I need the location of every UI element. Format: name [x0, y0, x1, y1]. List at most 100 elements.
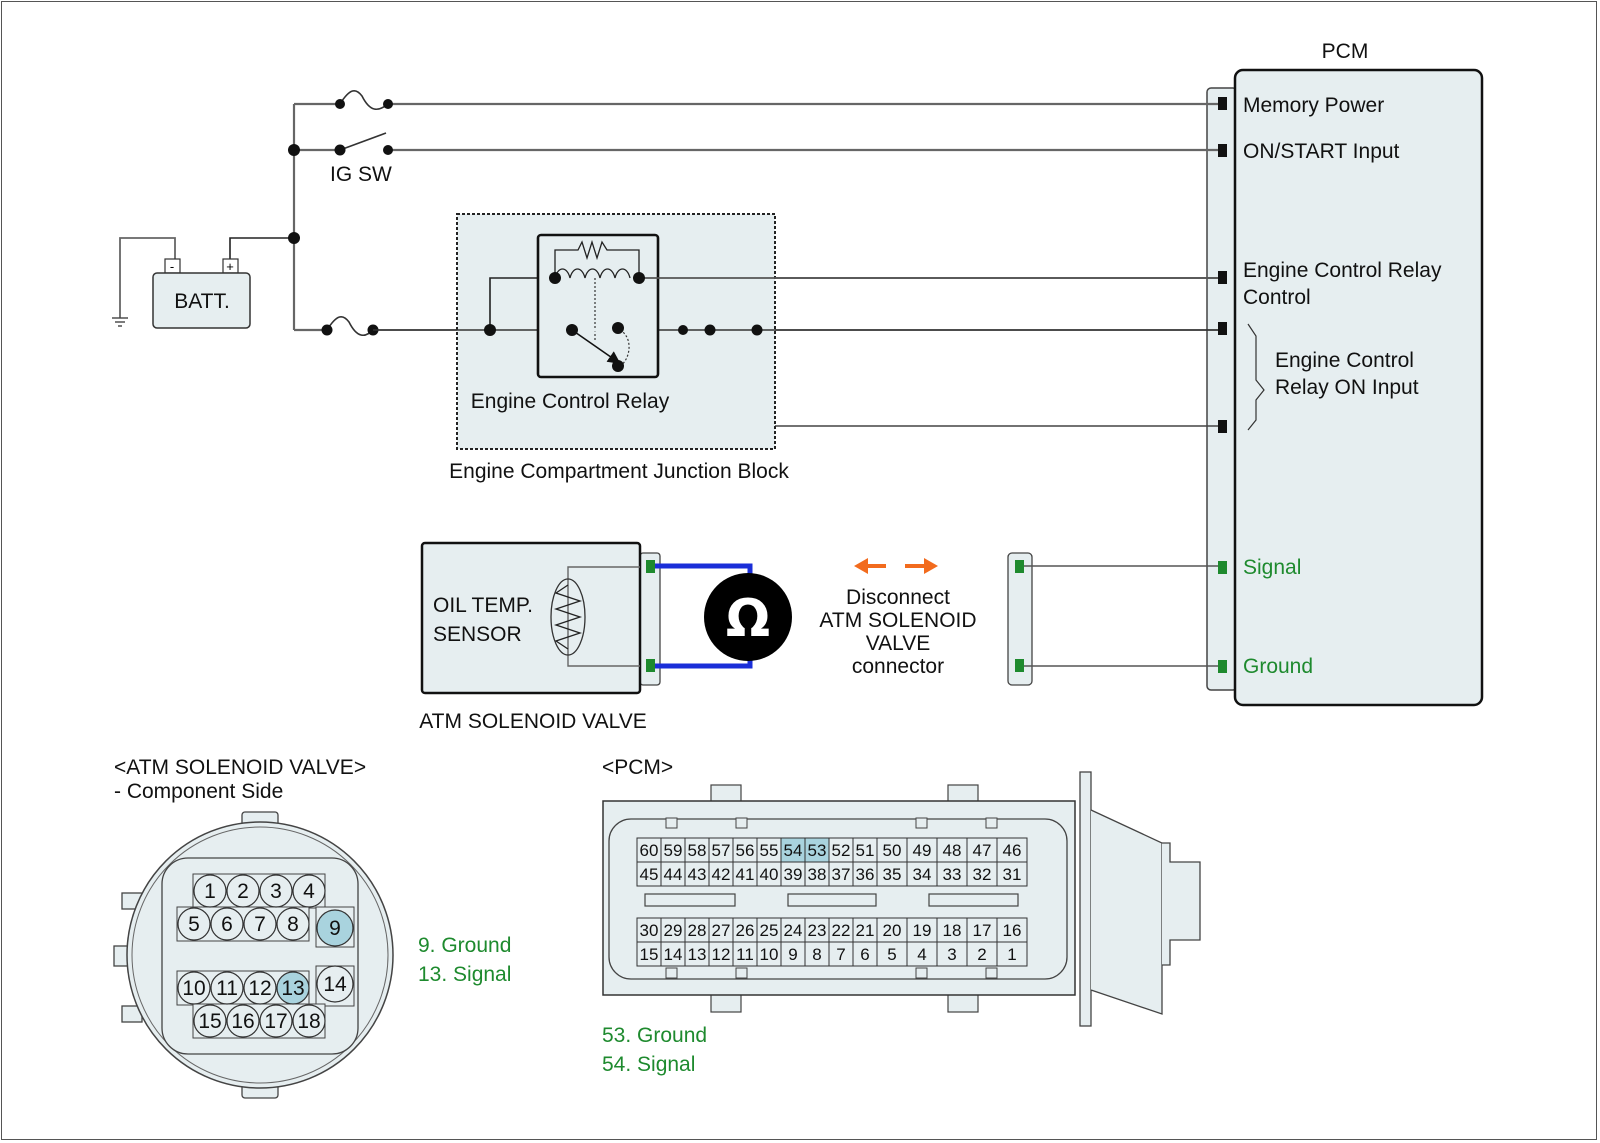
pcm-pin-label: 42 — [712, 865, 731, 884]
coil-icon — [554, 268, 631, 279]
pcm-pin-29: 29 — [660, 917, 686, 943]
pcm-pin-ecr-control: Engine Control Relay — [1243, 259, 1442, 282]
atm-pin-label: 16 — [231, 1010, 254, 1033]
pcm-pin-label: 35 — [883, 865, 902, 884]
atm-pin-label: 15 — [198, 1010, 221, 1033]
pcm-pin-12: 12 — [708, 941, 734, 967]
terminal — [1218, 322, 1227, 335]
pcm-legend-ground: 53. Ground — [602, 1024, 707, 1047]
pcm-pin-label: 1 — [1007, 945, 1016, 964]
pcm-pin-3: 3 — [936, 941, 968, 967]
disconnect-instruction: Disconnect ATM SOLENOID VALVE connector — [819, 558, 977, 678]
pcm-pin-label: 7 — [836, 945, 845, 964]
pcm-pin-21: 21 — [852, 917, 878, 943]
pcm-pin-label: 20 — [883, 921, 902, 940]
pcm-pin-41: 41 — [732, 861, 758, 887]
pcm-pin-30: 30 — [636, 917, 662, 943]
pcm-pin-label: 37 — [832, 865, 851, 884]
pcm-pin-54: 54 — [780, 837, 806, 863]
atm-pin-9: 9 — [316, 909, 354, 947]
thermistor-icon — [550, 578, 586, 656]
pcm-pin-label: 50 — [883, 841, 902, 860]
pcm-pin-label: 36 — [856, 865, 875, 884]
pcm-pin-label: 41 — [736, 865, 755, 884]
pcm-legend-signal: 54. Signal — [602, 1053, 695, 1076]
pcm-pin-45: 45 — [636, 861, 662, 887]
pcm-pin-label: 11 — [736, 945, 754, 964]
atm-pin-label: 17 — [264, 1010, 287, 1033]
atm-connector-title: <ATM SOLENOID VALVE> — [114, 756, 366, 779]
terminal — [1218, 420, 1227, 433]
pcm-pin-56: 56 — [732, 837, 758, 863]
instruction-line3: VALVE — [866, 632, 931, 655]
pcm-pin-label: 23 — [808, 921, 827, 940]
battery-pos-label: + — [226, 259, 234, 274]
pcm-pin-50: 50 — [876, 837, 908, 863]
battery-neg-label: - — [170, 259, 174, 274]
ground-icon — [112, 317, 128, 327]
pcm-pin-14: 14 — [660, 941, 686, 967]
ig-switch-icon — [339, 132, 387, 151]
wire-nodes — [288, 99, 393, 336]
brace — [1247, 323, 1265, 431]
pcm-pin-33: 33 — [936, 861, 968, 887]
atm-pin-label: 4 — [303, 880, 315, 903]
pcm-pin-label: 53 — [808, 841, 827, 860]
pcm-pin-ground: Ground — [1243, 655, 1313, 678]
pcm-pin-31: 31 — [996, 861, 1028, 887]
pcm-connector-title: <PCM> — [602, 756, 673, 779]
pcm-pin-13: 13 — [684, 941, 710, 967]
atm-pin-label: 7 — [254, 913, 266, 936]
pcm-pin-35: 35 — [876, 861, 908, 887]
terminal-signal — [1218, 561, 1227, 574]
pcm-pin-label: 60 — [640, 841, 659, 860]
relay-contact-icon — [571, 329, 621, 364]
pcm-pin-38: 38 — [804, 861, 830, 887]
atm-pin-12: 12 — [243, 971, 277, 1005]
pcm-pin-label: 15 — [640, 945, 659, 964]
pcm-pin-label: 49 — [913, 841, 932, 860]
battery: - + BATT. — [152, 258, 251, 329]
pcm-pin-label: 56 — [736, 841, 755, 860]
pcm-pin-59: 59 — [660, 837, 686, 863]
atm-pin-label: 8 — [287, 913, 299, 936]
atm-pin-10: 10 — [177, 971, 211, 1005]
pcm-pin-label: 39 — [784, 865, 803, 884]
pcm-pin-37: 37 — [828, 861, 854, 887]
fuse-icon — [326, 315, 374, 337]
sensor-name-line2: SENSOR — [433, 623, 522, 646]
pcm-pin-51: 51 — [852, 837, 878, 863]
atm-pin-label: 11 — [216, 977, 238, 1000]
pcm-pin-label: 43 — [688, 865, 707, 884]
atm-legend-ground: 9. Ground — [418, 934, 511, 957]
pcm-pin-ecr-on-input: Engine Control — [1275, 349, 1414, 372]
instruction-line2: ATM SOLENOID — [819, 609, 976, 632]
atm-pin-label: 6 — [221, 913, 233, 936]
atm-pin-label: 10 — [182, 977, 205, 1000]
pcm-pin-label: 16 — [1003, 921, 1022, 940]
atm-pin-1: 1 — [193, 874, 227, 908]
sensor-name: OIL TEMP. — [433, 594, 533, 617]
atm-pin-6: 6 — [210, 907, 244, 941]
atm-pin-label: 14 — [323, 973, 347, 996]
atm-pin-label: 13 — [281, 977, 304, 1000]
pcm-pin-label: 55 — [760, 841, 779, 860]
atm-pin-17: 17 — [259, 1004, 293, 1038]
harness-connector — [1007, 552, 1218, 686]
ig-switch-label: IG SW — [330, 163, 392, 186]
pcm-pin-18: 18 — [936, 917, 968, 943]
pcm-pin-1: 1 — [996, 941, 1028, 967]
atm-pin-11: 11 — [210, 971, 244, 1005]
pcm-pin-ecr-on-input-line2: Relay ON Input — [1275, 376, 1419, 399]
pcm-pin-label: 31 — [1003, 865, 1022, 884]
ohmmeter-icon — [704, 573, 792, 661]
pcm-pin-24: 24 — [780, 917, 806, 943]
pcm-pin-6: 6 — [852, 941, 878, 967]
atm-pin-18: 18 — [292, 1004, 326, 1038]
pcm-pin-label: 32 — [973, 865, 992, 884]
pcm-pin-label: 5 — [887, 945, 896, 964]
pcm-title: PCM — [1322, 40, 1369, 63]
pcm-pin-on-start: ON/START Input — [1243, 140, 1400, 163]
